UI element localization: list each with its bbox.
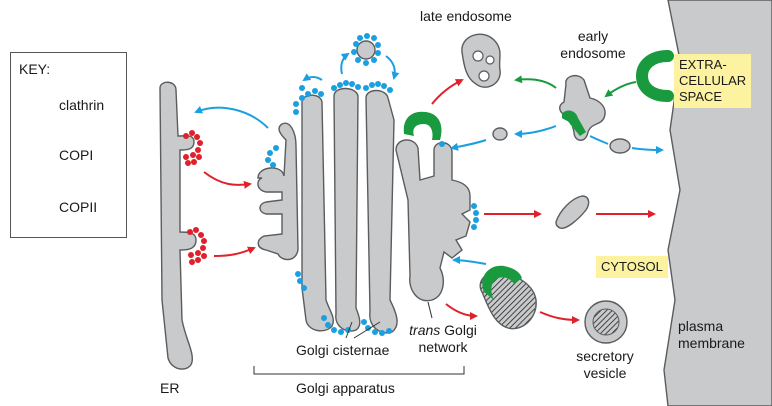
label-golgi-cisternae: Golgi cisternae <box>296 342 390 358</box>
arrow-golgi-to-er <box>194 106 269 129</box>
key-label-copi: COPI <box>59 147 94 163</box>
er-membrane <box>159 81 197 370</box>
constitutive-vesicle <box>555 195 590 229</box>
arrow-recycle-to-pm <box>631 145 664 154</box>
leader-cisternae-2 <box>353 321 381 339</box>
late-endosome <box>461 33 501 88</box>
leader-cisternae-1 <box>345 321 353 339</box>
key-label-copii: COPII <box>59 199 98 215</box>
copi-vesicle-top <box>356 40 376 60</box>
arrow-return-to-tgn <box>452 256 487 265</box>
arrow-endocytosis <box>604 81 637 98</box>
arrow-copi-cycle-3 <box>302 73 323 82</box>
arrow-er-to-golgi-1 <box>203 171 252 189</box>
arrow-early-endosome-recycle <box>514 125 557 138</box>
label-early-endosome: early endosome <box>560 28 626 61</box>
key-legend: KEY: clathrin COPI COPII <box>10 52 127 238</box>
golgi-apparatus-bracket <box>253 366 465 375</box>
label-trans-golgi-network: trans Golgi network <box>409 322 477 355</box>
label-secretory-vesicle: secretory vesicle <box>576 348 634 381</box>
label-cytosol: CYTOSOL <box>596 256 668 278</box>
arrow-early-to-vesicle <box>589 135 609 145</box>
granule-clathrin <box>482 265 522 300</box>
golgi-cisterna-4 <box>365 89 398 334</box>
label-er: ER <box>160 380 180 396</box>
endocytic-pit <box>635 50 674 102</box>
golgi-copi-coats <box>265 80 479 336</box>
label-golgi-apparatus: Golgi apparatus <box>296 380 395 396</box>
arrow-granule-to-vesicle <box>539 311 580 324</box>
key-title: KEY: <box>19 61 51 77</box>
arrow-vesicle-to-tgn <box>450 139 487 151</box>
early-endosome-clathrin <box>562 110 586 136</box>
label-plasma-membrane: plasma membrane <box>678 318 745 351</box>
er-copii-bud-2 <box>187 227 207 265</box>
arrow-copi-cycle-1 <box>340 52 350 75</box>
golgi-cisterna-cis <box>257 122 299 261</box>
er-copii-bud-1 <box>183 130 203 166</box>
arrow-early-to-late-endosome <box>514 75 557 89</box>
key-label-clathrin: clathrin <box>59 97 105 113</box>
leader-tgn <box>427 301 433 319</box>
golgi-cisterna-3 <box>333 87 361 332</box>
golgi-cisterna-2 <box>301 94 335 332</box>
arrow-copi-cycle-2 <box>385 55 400 80</box>
recycling-vesicle-1 <box>492 127 508 141</box>
recycling-vesicle-2 <box>609 138 631 154</box>
tgn-clathrin-top <box>403 111 442 140</box>
arrow-er-to-golgi-2 <box>213 246 256 257</box>
arrow-tgn-to-granule <box>445 303 478 320</box>
trans-golgi-network <box>395 139 471 302</box>
label-extracellular-space: EXTRA- CELLULAR SPACE <box>674 54 752 108</box>
arrow-tgn-to-late-endosome <box>431 79 464 105</box>
label-late-endosome: late endosome <box>420 8 512 24</box>
